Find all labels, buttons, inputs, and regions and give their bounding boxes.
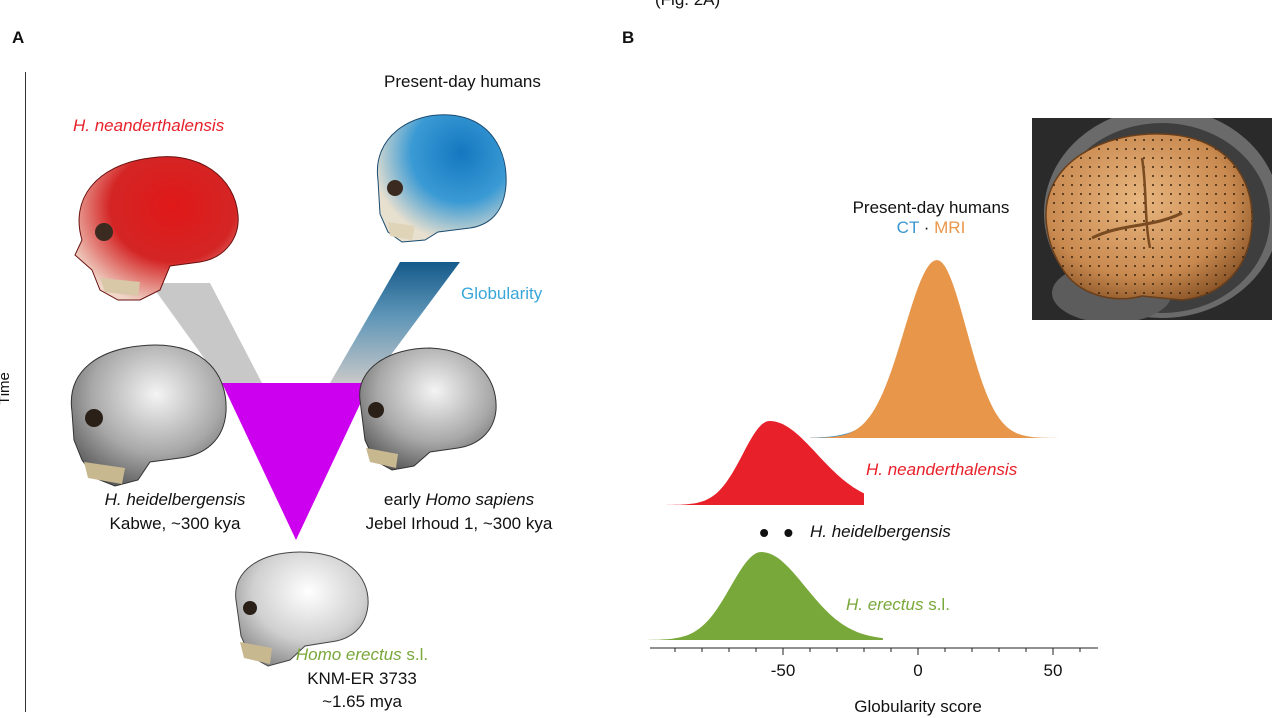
x-tick-label: 50 — [1044, 661, 1063, 680]
b-neanderthal-label: H. neanderthalensis — [866, 460, 1018, 479]
heidelbergensis-name: H. heidelbergensis — [104, 490, 246, 509]
neanderthal-density-curve — [666, 421, 864, 505]
erectus-age: ~1.65 mya — [322, 691, 402, 711]
caption-fragment: (Fig. 2A) — [655, 0, 720, 10]
x-ticks: -50 0 50 — [674, 648, 1081, 680]
b-heidelbergensis-label: H. heidelbergensis — [810, 522, 951, 541]
neanderthal-skull-illustration — [74, 156, 239, 301]
panel-b-letter: B — [622, 28, 635, 47]
erectus-site: KNM-ER 3733 — [307, 669, 417, 689]
erectus-caption: Homo erectus s.l. KNM-ER 3733 ~1.65 mya — [262, 645, 462, 712]
x-tick-label: 0 — [913, 661, 922, 680]
brain-mri-inset — [1032, 118, 1272, 320]
early-sapiens-caption: early Homo sapiens Jebel Irhoud 1, ~300 … — [346, 490, 572, 535]
heidelbergensis-point-1 — [760, 529, 769, 537]
present-day-humans-label: Present-day humans — [384, 72, 541, 91]
present-day-skull-illustration — [376, 114, 507, 243]
ct-mri-legend: CT · MRI — [840, 218, 1022, 238]
v-left-gray-band — [150, 283, 262, 383]
early-sapiens-name: Homo sapiens — [425, 490, 535, 509]
globularity-label: Globularity — [461, 284, 543, 303]
x-axis-title: Globularity score — [854, 697, 982, 716]
heidelbergensis-points — [760, 529, 793, 537]
early-sapiens-name-line: early Homo sapiens — [346, 490, 572, 510]
globularity-density-chart: -50 0 50 Globularity score — [648, 260, 1098, 716]
heidelbergensis-point-2 — [784, 529, 793, 537]
erectus-skull-illustration — [235, 551, 369, 667]
erectus-density-curve — [648, 552, 883, 640]
heidelbergensis-site: Kabwe, ~300 kya — [109, 514, 241, 534]
erectus-suffix: s.l. — [401, 645, 429, 664]
erectus-name-line: Homo erectus s.l. — [262, 645, 462, 665]
ct-legend-label: CT — [896, 218, 920, 238]
b-erectus-label: H. erectus s.l. — [846, 595, 950, 615]
time-axis-line — [25, 72, 26, 712]
density-ridges — [648, 260, 1075, 640]
heidelbergensis-skull-illustration — [70, 344, 227, 487]
neanderthal-label: H. neanderthalensis — [73, 116, 225, 135]
early-sapiens-site: Jebel Irhoud 1, ~300 kya — [365, 514, 553, 534]
v-purple-base — [222, 383, 370, 540]
v-right-gradient-band — [330, 262, 460, 383]
mri-density-curve — [810, 260, 1075, 438]
early-sapiens-skull-illustration — [359, 347, 497, 471]
x-tick-label: -50 — [771, 661, 796, 680]
b-erectus-name: H. erectus — [846, 595, 924, 614]
early-sapiens-prefix: early — [383, 490, 426, 509]
present-title-block: Present-day humans CT · MRI — [840, 198, 1022, 239]
panel-a-diagram — [70, 114, 507, 667]
legend-separator: · — [919, 218, 935, 238]
mri-legend-label: MRI — [934, 218, 966, 238]
heidelbergensis-caption: H. heidelbergensis Kabwe, ~300 kya — [70, 490, 280, 535]
erectus-name: Homo erectus — [295, 645, 402, 664]
b-erectus-suffix: s.l. — [923, 595, 950, 614]
panel-a-letter: A — [12, 28, 25, 47]
present-title: Present-day humans — [852, 198, 1010, 217]
